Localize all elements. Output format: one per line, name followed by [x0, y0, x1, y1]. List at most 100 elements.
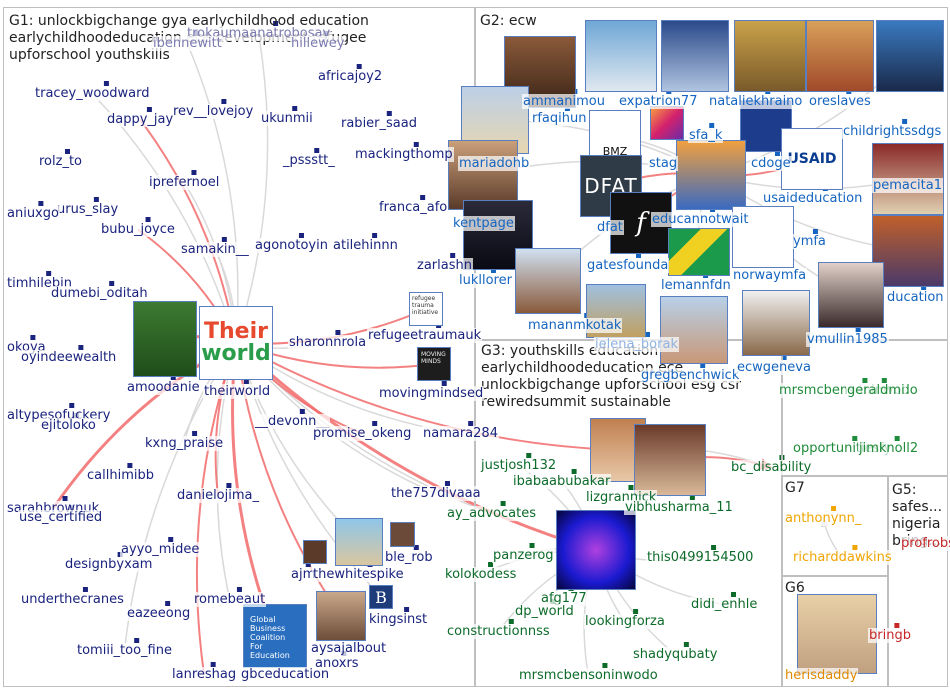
- node-label-ayyo-midee[interactable]: ayyo_midee: [120, 542, 200, 557]
- node-label-rabier-saad[interactable]: rabier_saad: [340, 116, 418, 131]
- node-label-dp-world[interactable]: dp_world: [514, 604, 575, 619]
- node-label-underthecranes[interactable]: underthecranes: [20, 592, 125, 607]
- node-label-amoodanie[interactable]: amoodanie: [126, 380, 201, 395]
- node-label-ibabaabubakar[interactable]: ibabaabubakar: [512, 474, 611, 489]
- node-label-rolz-to[interactable]: rolz_to: [38, 154, 83, 169]
- node-label-rfaqihun[interactable]: rfaqihun: [531, 111, 587, 126]
- this0499154500-avatar[interactable]: [556, 510, 636, 590]
- node-label-atilehinnn[interactable]: atilehinnn: [332, 238, 399, 253]
- vmullin1985-avatar[interactable]: [818, 262, 884, 328]
- childrightssdgs-avatar[interactable]: [876, 20, 944, 92]
- node-label-childrightssdgs[interactable]: childrightssdgs: [842, 124, 942, 139]
- node-label-anthonynn[interactable]: jimknoll2: [858, 441, 919, 456]
- node-label-the757divaaa[interactable]: the757divaaa: [390, 486, 482, 501]
- node-label-samakin[interactable]: samakin__: [180, 242, 250, 257]
- node-label-agonotoyin[interactable]: agonotoyin: [254, 238, 329, 253]
- node-label-gbceducation[interactable]: gbceducation: [240, 667, 330, 682]
- node-label-kxng-praise[interactable]: kxng_praise: [144, 436, 224, 451]
- vibhusharma-11-avatar[interactable]: [634, 424, 706, 496]
- node-label-hillewey[interactable]: hillewey: [290, 36, 345, 51]
- theirworld-logo-avatar[interactable]: Their world: [199, 306, 273, 380]
- node-label-educannotwait[interactable]: educannotwait: [651, 212, 749, 227]
- node-label-ejitoloko[interactable]: ejitoloko: [40, 418, 97, 433]
- node-label-ymfa[interactable]: ymfa: [792, 234, 827, 249]
- node-label-bc-disability[interactable]: bc_disability: [730, 460, 812, 475]
- node-label-paddydugganj[interactable]: herisdaddy: [784, 668, 858, 683]
- node-label-ipreferno[interactable]: iprefernoel: [148, 175, 220, 190]
- node-label-romebeaut[interactable]: romebeaut: [193, 592, 266, 607]
- gbceducation-logo-avatar[interactable]: Global Business Coalition For Education: [243, 604, 307, 668]
- node-label-lanreshag[interactable]: lanreshag: [171, 667, 237, 682]
- instagram-logo-avatar[interactable]: [650, 106, 684, 140]
- node-label-nataliekhraino[interactable]: nataliekhraino: [708, 94, 803, 109]
- ajm-avatar[interactable]: [303, 540, 327, 564]
- aysajalbout-avatar[interactable]: [316, 591, 366, 641]
- node-label-zarlashn[interactable]: zarlashn: [416, 258, 473, 273]
- node-label-sharonnrola[interactable]: sharonnrola: [288, 335, 367, 350]
- node-label-gatesfoundation[interactable]: gatesfounda: [586, 258, 669, 273]
- node-label-panzerog[interactable]: panzerog: [492, 548, 555, 563]
- node-label-usaideducation[interactable]: usaideducation: [762, 191, 863, 206]
- kingsinst-logo-avatar[interactable]: B: [369, 585, 393, 609]
- node-label-franca-afo[interactable]: franca_afo: [378, 200, 448, 215]
- node-label-didi-enhle[interactable]: didi_enhle: [690, 597, 758, 612]
- node-label-stag[interactable]: stag: [648, 156, 678, 171]
- node-label-tomiii-too-fine[interactable]: tomiii_too_fine: [76, 643, 173, 658]
- node-label-africajoy2[interactable]: africajoy2: [317, 69, 383, 84]
- node-label-cdoge[interactable]: cdoge: [750, 156, 792, 171]
- node-label-expatrion77[interactable]: expatrion77: [618, 94, 698, 109]
- node-label-ecwgeneva[interactable]: ecwgeneva: [736, 360, 812, 375]
- lemannfdn-avatar[interactable]: [668, 228, 730, 276]
- node-label-namara284[interactable]: namara284: [422, 426, 499, 441]
- expatrion77-avatar[interactable]: [585, 20, 657, 92]
- node-label-vibhusharma-11[interactable]: vibhusharma_11: [624, 500, 734, 515]
- educannotwait-avatar[interactable]: [676, 140, 746, 210]
- paddydugganj-avatar[interactable]: [797, 594, 877, 674]
- node-label-mariadohb[interactable]: mariadohb: [458, 156, 530, 171]
- node-label-callhimibb[interactable]: callhimibb: [86, 468, 155, 483]
- oreslaves-avatar[interactable]: [734, 20, 806, 92]
- node-label-bubu-joyce[interactable]: bubu_joyce: [100, 222, 176, 237]
- node-label-lukllorer[interactable]: lukllorer: [458, 273, 513, 288]
- node-label-use-certified[interactable]: use_certified: [18, 510, 103, 525]
- node-label-vmullin1985[interactable]: vmullin1985: [806, 332, 889, 347]
- node-label-refugeetraumauk[interactable]: refugeetraumauk: [367, 328, 482, 343]
- node-label-profrobstew[interactable]: richarddawkins: [792, 550, 893, 565]
- refugeetraumauk-logo-avatar[interactable]: refugee trauma initiative: [409, 292, 443, 326]
- node-label-mrsmcbensoninwodo[interactable]: mrsmcbensoninwodo: [518, 668, 659, 683]
- node-label-danielojima[interactable]: danielojima_: [176, 488, 260, 503]
- node-label-theirworld[interactable]: theirworld: [203, 384, 271, 399]
- node-label-afg177[interactable]: this0499154500: [646, 550, 754, 565]
- node-label-ay-advocates[interactable]: ay_advocates: [446, 506, 537, 521]
- node-label-kolokodess[interactable]: kolokodess: [444, 567, 517, 582]
- oreslaves-avatar-2[interactable]: [806, 20, 874, 92]
- node-label-sfa-k[interactable]: sfa_k: [688, 128, 723, 143]
- node-label-mananmkotak[interactable]: mananmkotak: [527, 318, 622, 333]
- thewhitespike-avatar[interactable]: [335, 518, 383, 566]
- node-label-ammanimou[interactable]: ammanimou: [522, 94, 606, 109]
- gregbenchwick-avatar[interactable]: [660, 296, 728, 364]
- node-label-mackingthomp[interactable]: mackingthomp: [354, 147, 454, 162]
- node-label-lemannfdn[interactable]: lemannfdn: [660, 278, 732, 293]
- nataliekhraino-avatar[interactable]: [661, 20, 729, 92]
- node-label-movingmindsed[interactable]: movingmindsed: [378, 386, 484, 401]
- node-label-herisdaddy[interactable]: bringb: [868, 628, 912, 643]
- node-label-ukunmii[interactable]: ukunmii: [260, 111, 314, 126]
- node-label-oyindeewealth[interactable]: oyindeewealth: [20, 350, 117, 365]
- node-label-dumebi-oditah[interactable]: dumebi_oditah: [50, 286, 149, 301]
- node-label-pssstt[interactable]: _pssstt_: [282, 153, 336, 168]
- node-label-thewhitespike[interactable]: thewhitespike: [312, 567, 405, 582]
- node-label-kingsinst[interactable]: kingsinst: [368, 612, 428, 627]
- ecwgeneva-avatar[interactable]: [742, 290, 810, 356]
- node-label-tracey-woodward[interactable]: tracey_woodward: [34, 86, 151, 101]
- node-label-lookingforza[interactable]: lookingforza: [584, 614, 666, 629]
- node-label-ibennewitt[interactable]: ibennewitt: [152, 36, 223, 51]
- node-label-rev-lovejoy[interactable]: rev__lovejoy: [172, 104, 254, 119]
- node-label-pemacita1[interactable]: pemacita1: [872, 178, 943, 193]
- node-label-ielena-borak[interactable]: ielena_borak: [594, 337, 679, 352]
- node-label-justjosh132[interactable]: justjosh132: [480, 458, 557, 473]
- node-label-constructionnss[interactable]: constructionnss: [446, 624, 551, 639]
- node-label-urus-slay[interactable]: urus_slay: [56, 202, 119, 217]
- node-label-ducation[interactable]: ducation: [886, 290, 945, 305]
- node-label-dfat[interactable]: dfat: [596, 220, 624, 235]
